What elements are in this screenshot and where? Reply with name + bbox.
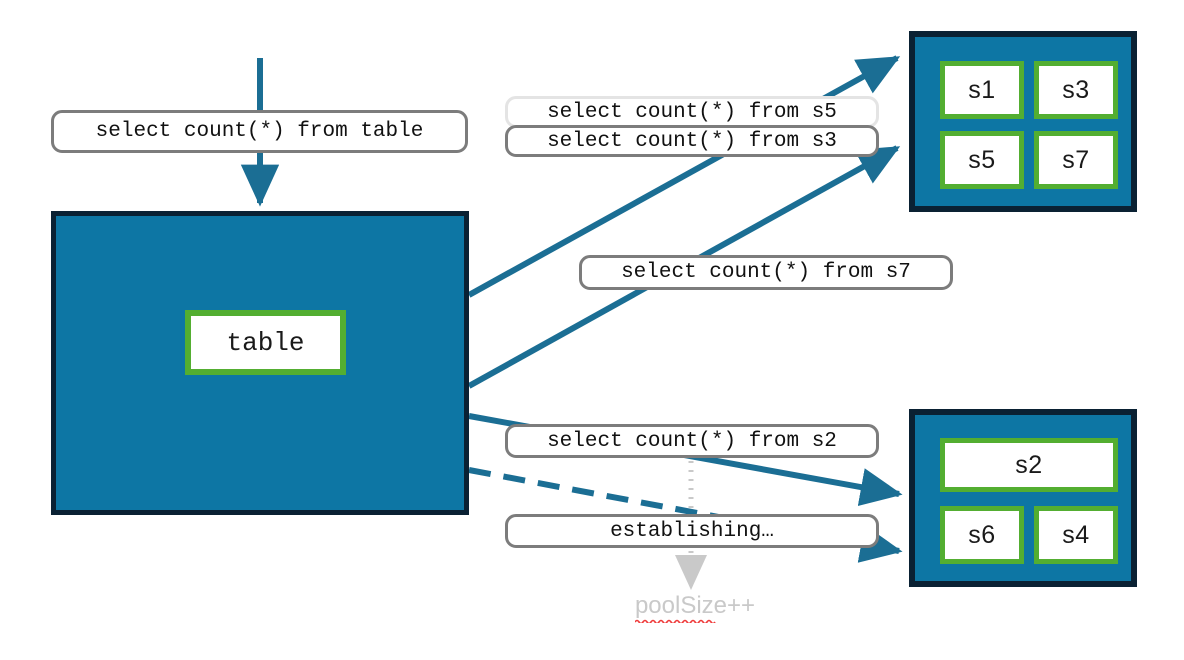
spellcheck-underline-icon [634, 619, 727, 623]
pool-bottom[interactable]: s2 s6 s4 [909, 409, 1137, 587]
query-label-s7[interactable]: select count(*) from s7 [579, 255, 953, 290]
query-label-s3[interactable]: select count(*) from s3 [505, 125, 879, 157]
pool-node-s6[interactable]: s6 [940, 506, 1024, 564]
pool-node-s5[interactable]: s5 [940, 131, 1024, 189]
pool-node-s2[interactable]: s2 [940, 438, 1118, 492]
query-label-entry[interactable]: select count(*) from table [51, 110, 468, 153]
query-label-s5[interactable]: select count(*) from s5 [505, 96, 879, 128]
pool-top[interactable]: s1 s3 s5 s7 [909, 31, 1137, 212]
query-label-s2[interactable]: select count(*) from s2 [505, 424, 879, 458]
poolsize-annotation: poolSize++ [600, 592, 790, 623]
pool-node-s4[interactable]: s4 [1034, 506, 1118, 564]
table-container[interactable]: table [51, 211, 469, 515]
query-label-establishing[interactable]: establishing… [505, 514, 879, 548]
pool-node-s3[interactable]: s3 [1034, 61, 1118, 119]
poolsize-annotation-text: poolSize++ [634, 592, 756, 619]
pool-node-s1[interactable]: s1 [940, 61, 1024, 119]
table-node[interactable]: table [185, 310, 346, 375]
pool-node-s7[interactable]: s7 [1034, 131, 1118, 189]
